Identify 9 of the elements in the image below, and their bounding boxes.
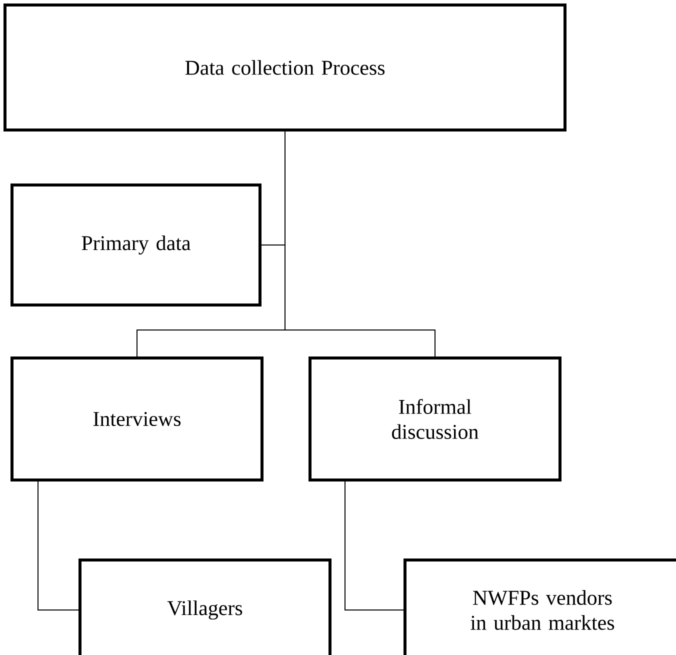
process-box: Data collection Process — [4, 4, 566, 132]
process-box: NWFPs vendors in urban marktes — [404, 558, 676, 655]
connector-line — [344, 480, 404, 610]
process-box: Primary data — [10, 184, 262, 306]
connector-line — [284, 131, 436, 357]
process-box: Villagers — [78, 558, 332, 655]
process-box: Interviews — [10, 356, 264, 482]
process-box: Informal discussion — [308, 356, 562, 482]
connector-line — [38, 480, 79, 610]
